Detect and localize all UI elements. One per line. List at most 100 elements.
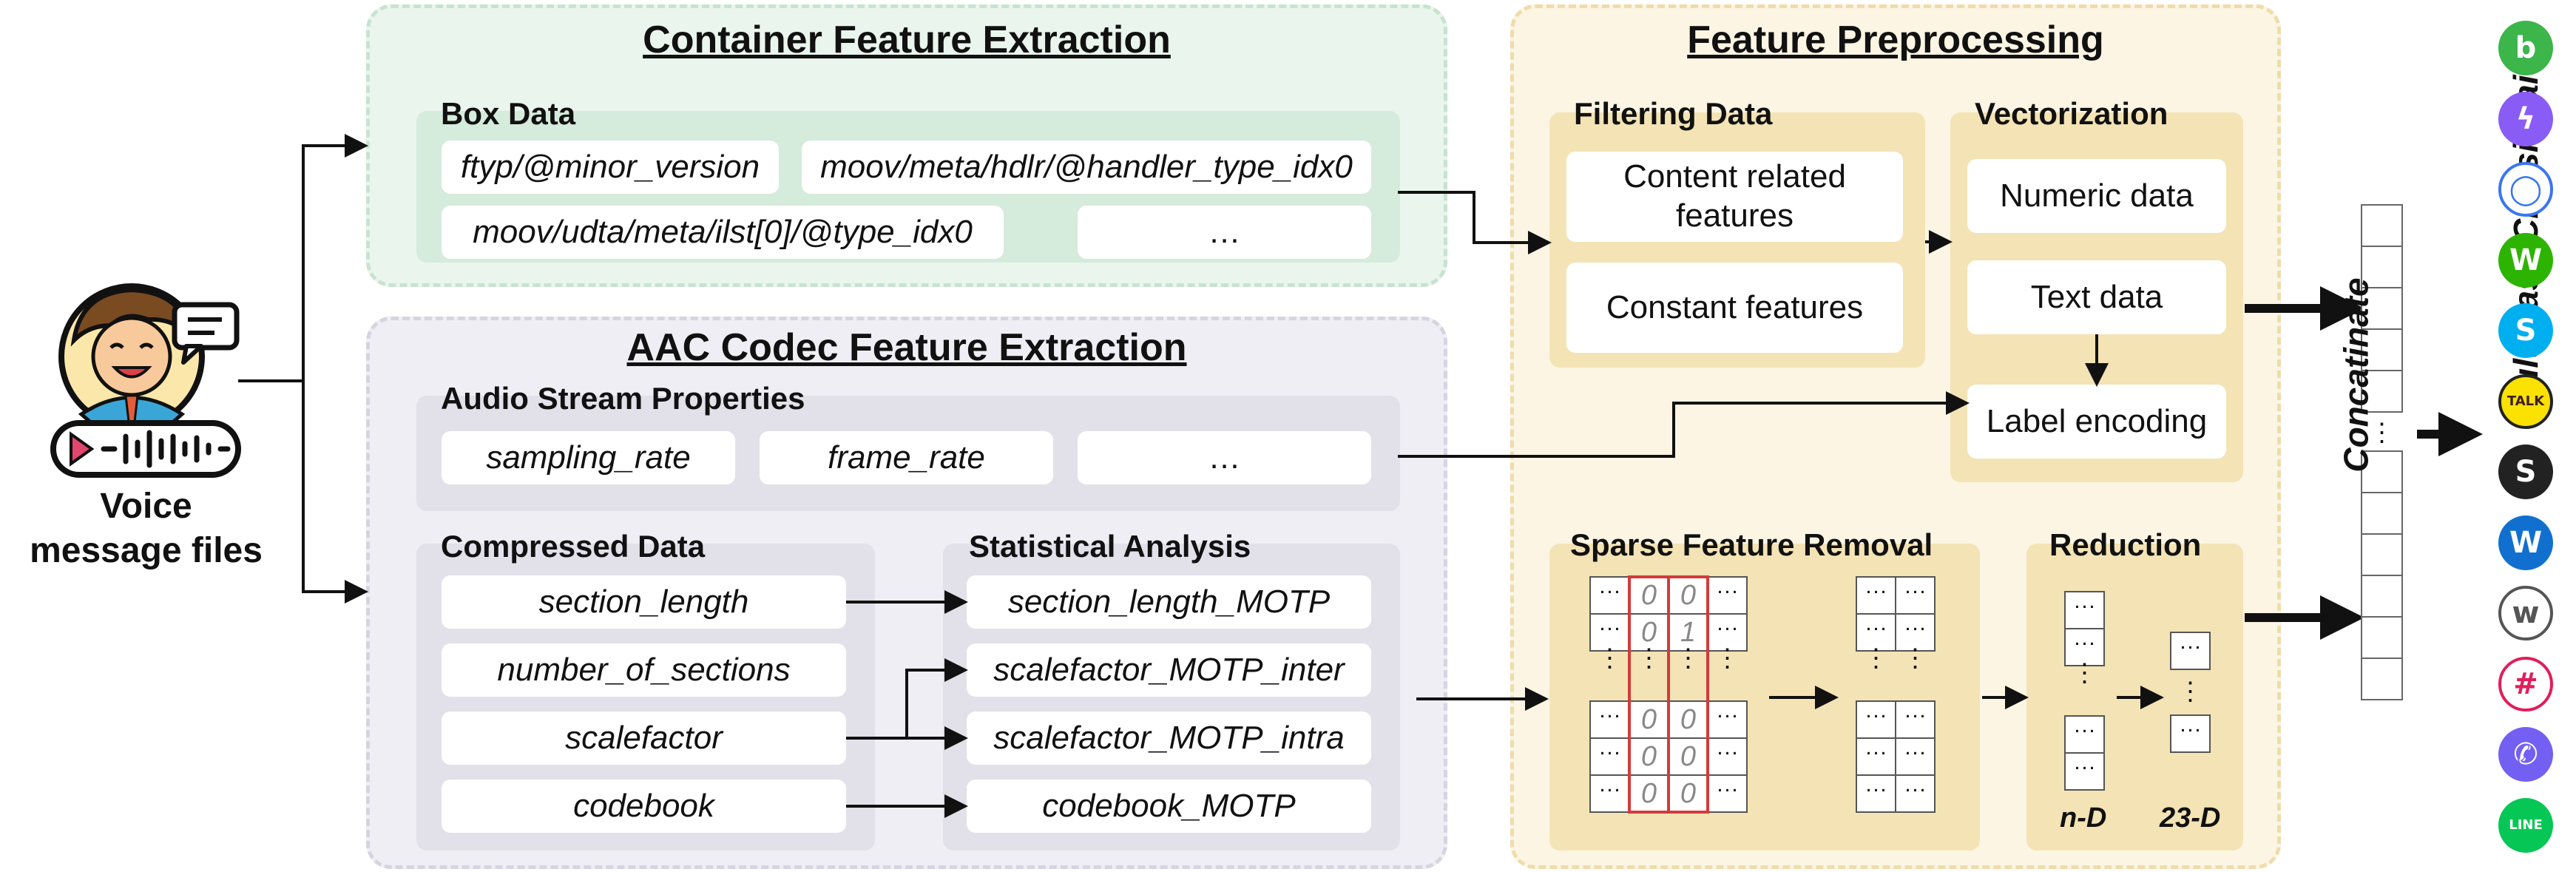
kakaotalk-icon: TALK (2498, 374, 2553, 429)
filter-item-content-related: Content related features (1566, 152, 1903, 242)
box-data-label: Box Data (441, 96, 576, 131)
matrix-cell-value: 0 (1641, 741, 1657, 772)
box-item-ilst: moov/udta/meta/ilst[0]/@type_idx0 (442, 206, 1004, 259)
matrix-cell-ellipsis: ··· (1599, 777, 1621, 802)
concat-cell (2361, 658, 2403, 700)
bip-icon: b (2498, 21, 2553, 75)
voice-label-line1: Voice (100, 487, 192, 526)
matrix-cell-value: 0 (1680, 778, 1696, 809)
filtering-data-label: Filtering Data (1574, 96, 1773, 131)
aac-section-title: AAC Codec Feature Extraction (626, 326, 1187, 369)
matrix-cell-ellipsis: ··· (2074, 755, 2096, 780)
audio-item-sampling-rate: sampling_rate (442, 431, 735, 484)
matrix-cell-ellipsis: ··· (2074, 594, 2096, 618)
concat-cell (2361, 533, 2403, 576)
stat-item-codebook-motp: codebook_MOTP (967, 780, 1371, 833)
signal-icon: ◯ (2498, 162, 2553, 217)
audio-item-frame-rate: frame_rate (760, 431, 1053, 484)
concat-cell (2361, 246, 2403, 288)
wire-icon: w (2498, 586, 2553, 641)
voice-label-line2: message files (30, 531, 263, 570)
dim-label-n-d: n-D (2060, 802, 2107, 834)
speech-bubble-icon (172, 302, 240, 351)
matrix-cell (1589, 613, 1630, 652)
matrix-cell-value: 0 (1680, 741, 1696, 772)
compressed-item-number-of-sections: number_of_sections (442, 643, 846, 697)
matrix-cell-value: 0 (1680, 704, 1696, 735)
container-to-filtering-arrow (1398, 191, 1552, 254)
concat-vdots: ⋮ (2370, 419, 2395, 447)
matrix-cell-ellipsis: ··· (1599, 703, 1621, 728)
compressed-data-label: Compressed Data (441, 529, 706, 564)
box-item-hdlr: moov/meta/hdlr/@handler_type_idx0 (802, 141, 1371, 194)
matrix-cell (1589, 737, 1630, 776)
voice-message-files-label: Voice message files (15, 484, 277, 573)
matrix-vdots: ⋮ (1864, 644, 1889, 672)
box-item-ftyp: ftyp/@minor_version (442, 141, 779, 194)
matrix-cell-ellipsis: ··· (1717, 777, 1739, 802)
webex-icon: W (2498, 515, 2553, 570)
matrix-vdots: ⋮ (1676, 644, 1701, 672)
matrix-cell (2170, 632, 2211, 670)
sparse-feature-removal-label: Sparse Feature Removal (1570, 527, 1933, 562)
sparse-output-matrix: ············⋮⋮·················· (1856, 576, 1936, 813)
matrix-cell-ellipsis: ··· (2180, 717, 2202, 742)
concatinate-label: Concatinate (2336, 277, 2376, 473)
input-to-container-arrow (302, 134, 368, 381)
matrix-cell-ellipsis: ··· (2074, 718, 2096, 743)
audio-stream-label: Audio Stream Properties (441, 381, 805, 416)
matrix-cell (1707, 613, 1748, 652)
slack-icon: # (2498, 656, 2553, 712)
matrix-cell-ellipsis: ··· (1865, 740, 1887, 765)
compressed-item-codebook: codebook (442, 780, 846, 833)
matrix-cell-ellipsis: ··· (1865, 777, 1887, 802)
matrix-cell (1629, 700, 1669, 739)
vector-item-text: Text data (1967, 260, 2226, 334)
matrix-cell (2064, 628, 2105, 666)
lettergram-icon: S (2498, 445, 2553, 499)
matrix-cell-ellipsis: ··· (1865, 703, 1887, 728)
stat-item-scalefactor-motp-intra: scalefactor_MOTP_intra (967, 712, 1371, 765)
messenger-icon: ϟ (2498, 91, 2553, 146)
matrix-cell-value: 0 (1641, 617, 1657, 648)
matrix-cell (1589, 576, 1630, 615)
matrix-cell-value: 0 (1641, 778, 1657, 809)
concatenated-vector: ⋮ (2361, 204, 2403, 700)
compressed-item-section-length: section_length (442, 575, 846, 629)
audio-waveform-icon (50, 420, 241, 478)
viber-icon: ✆ (2498, 727, 2553, 782)
matrix-cell (1589, 700, 1630, 739)
line-icon: LINE (2498, 797, 2553, 853)
matrix-vdots: ⋮ (1598, 644, 1623, 672)
matrix-cell-ellipsis: ··· (1599, 579, 1621, 604)
matrix-cell-ellipsis: ··· (1904, 616, 1927, 641)
compressed-item-scalefactor: scalefactor (442, 712, 846, 765)
matrix-cell (2064, 752, 2105, 791)
matrix-cell (1589, 774, 1630, 813)
audio-item-more: … (1078, 431, 1371, 484)
dim-label-23-d: 23-D (2160, 802, 2221, 834)
matrix-vdots: ⋮ (1637, 644, 1662, 672)
matrix-cell-value: 0 (1641, 580, 1657, 611)
preprocessing-section-title: Feature Preprocessing (1687, 18, 2104, 61)
matrix-cell-ellipsis: ··· (1904, 579, 1927, 604)
matrix-vdots: ⋮ (2178, 677, 2203, 706)
matrix-cell-ellipsis: ··· (1904, 703, 1927, 728)
matrix-cell (1856, 737, 1896, 776)
naver-line-works-icon: W (2498, 232, 2553, 288)
filter-item-constant: Constant features (1566, 263, 1903, 353)
reduction-23d-vector: ···⋮··· (2170, 632, 2211, 753)
matrix-cell (2064, 591, 2105, 629)
container-section-title: Container Feature Extraction (643, 18, 1171, 61)
reduction-label: Reduction (2049, 527, 2202, 562)
box-item-more: … (1078, 206, 1371, 259)
matrix-cell-ellipsis: ··· (1717, 616, 1739, 641)
concat-cell (2361, 575, 2403, 618)
concat-cell (2361, 616, 2403, 659)
matrix-cell-ellipsis: ··· (1865, 616, 1887, 641)
matrix-cell (1668, 700, 1708, 739)
matrix-cell-value: 0 (1680, 580, 1696, 611)
statistical-analysis-label: Statistical Analysis (969, 529, 1251, 564)
input-to-aac-arrow (302, 381, 368, 604)
